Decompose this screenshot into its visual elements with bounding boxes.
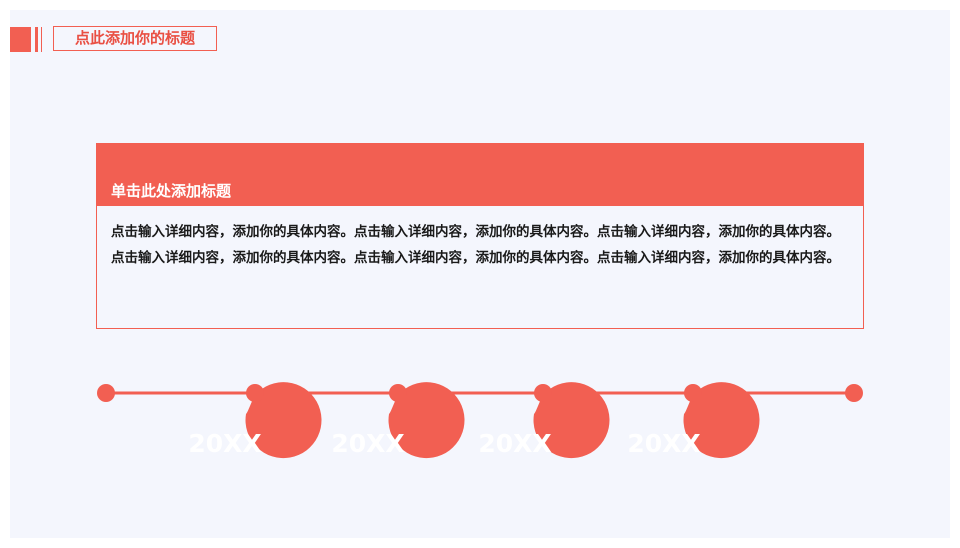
timeline-start-dot (97, 384, 115, 402)
milestone-label[interactable]: 20XX (627, 429, 701, 458)
title-accent-block (10, 27, 31, 52)
card-header: 单击此处添加标题 (97, 144, 863, 206)
title-accent-bar (35, 27, 38, 52)
timeline (97, 382, 863, 459)
content-card: 单击此处添加标题 点击输入详细内容，添加你的具体内容。点击输入详细内容，添加你的… (96, 143, 864, 329)
milestone-drop (683, 382, 760, 459)
milestone-label[interactable]: 20XX (188, 429, 262, 458)
card-body: 点击输入详细内容，添加你的具体内容。点击输入详细内容，添加你的具体内容。点击输入… (97, 206, 863, 266)
milestone-drop (388, 382, 465, 459)
slide: 点此添加你的标题 单击此处添加标题 点击输入详细内容，添加你的具体内容。点击输入… (10, 10, 950, 538)
card-title[interactable]: 单击此处添加标题 (111, 182, 232, 200)
milestone-label[interactable]: 20XX (331, 429, 405, 458)
timeline-end-dot (845, 384, 863, 402)
card-paragraph[interactable]: 点击输入详细内容，添加你的具体内容。点击输入详细内容，添加你的具体内容。点击输入… (111, 224, 840, 240)
milestone-label[interactable]: 20XX (478, 429, 552, 458)
milestone-drop (533, 382, 610, 459)
page-title[interactable]: 点此添加你的标题 (53, 26, 217, 51)
card-paragraph[interactable]: 点击输入详细内容，添加你的具体内容。点击输入详细内容，添加你的具体内容。点击输入… (111, 250, 840, 266)
milestone-drop (245, 382, 322, 459)
title-accent-line (41, 27, 42, 52)
